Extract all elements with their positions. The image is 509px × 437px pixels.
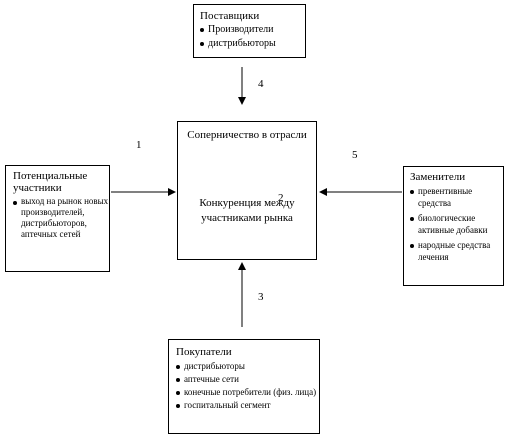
entrants-item: выход на рынок новых производителей, дис…	[13, 196, 109, 240]
suppliers-box: Поставщики Производители дистрибьюторы	[193, 4, 306, 58]
force-number-substitutes: 5	[352, 149, 358, 161]
substitutes-list: превентивные средства биологические акти…	[410, 185, 503, 263]
buyers-item: госпитальный сегмент	[176, 399, 319, 412]
entrants-title: Потенциальные участники	[13, 170, 88, 194]
force-number-suppliers: 4	[258, 78, 264, 90]
force-number-buyers: 3	[258, 291, 264, 303]
force-number-entrants: 1	[136, 139, 142, 151]
buyers-list: дистрибьюторы аптечные сети конечные пот…	[176, 360, 319, 412]
substitutes-item: биологические активные добавки	[410, 212, 503, 236]
suppliers-item: дистрибьюторы	[200, 37, 305, 51]
substitutes-item: превентивные средства	[410, 185, 503, 209]
buyers-item: конечные потребители (физ. лица)	[176, 386, 319, 399]
suppliers-list: Производители дистрибьюторы	[200, 23, 305, 51]
rivalry-inner-label: Конкуренция между участниками рынка	[199, 197, 295, 224]
rivalry-box: Соперничество в отрасли Конкуренция межд…	[177, 121, 317, 260]
suppliers-item: Производители	[200, 23, 305, 37]
buyers-box: Покупатели дистрибьюторы аптечные сети к…	[168, 339, 320, 434]
force-number-rivalry: 2	[278, 192, 284, 204]
substitutes-title: Заменители	[410, 171, 466, 183]
entrants-list: выход на рынок новых производителей, дис…	[13, 196, 109, 240]
buyers-item: дистрибьюторы	[176, 360, 319, 373]
substitutes-item: народные средства лечения	[410, 239, 503, 263]
suppliers-title: Поставщики	[200, 10, 260, 22]
buyers-title: Покупатели	[176, 346, 232, 358]
substitutes-box: Заменители превентивные средства биологи…	[403, 166, 504, 286]
buyers-item: аптечные сети	[176, 373, 319, 386]
rivalry-title: Соперничество в отрасли	[187, 129, 307, 141]
potential-entrants-box: Потенциальные участники выход на рынок н…	[5, 165, 110, 272]
